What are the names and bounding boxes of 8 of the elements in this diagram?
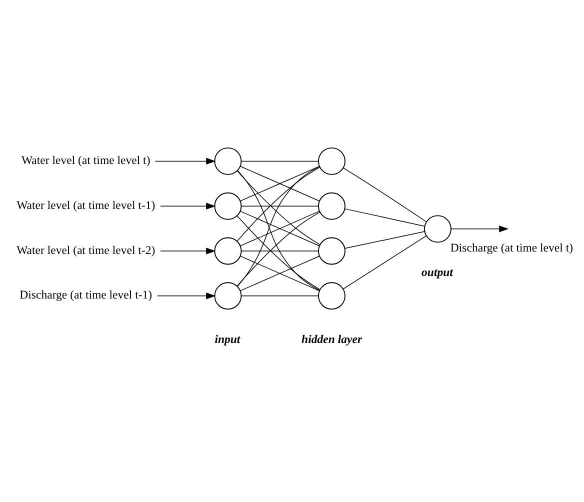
node-text: Water level (at time level t-1) — [16, 198, 156, 212]
node-text: Water level (at time level t) — [22, 154, 150, 167]
node-text: Water level (at time level t-2) — [16, 244, 156, 257]
node-text: Discharge (at time level t-1) — [20, 288, 152, 302]
label: input — [214, 332, 240, 346]
label: output — [422, 266, 453, 279]
node-label: Discharge (at time level t) — [450, 242, 574, 255]
label: hidden layer — [302, 332, 362, 346]
